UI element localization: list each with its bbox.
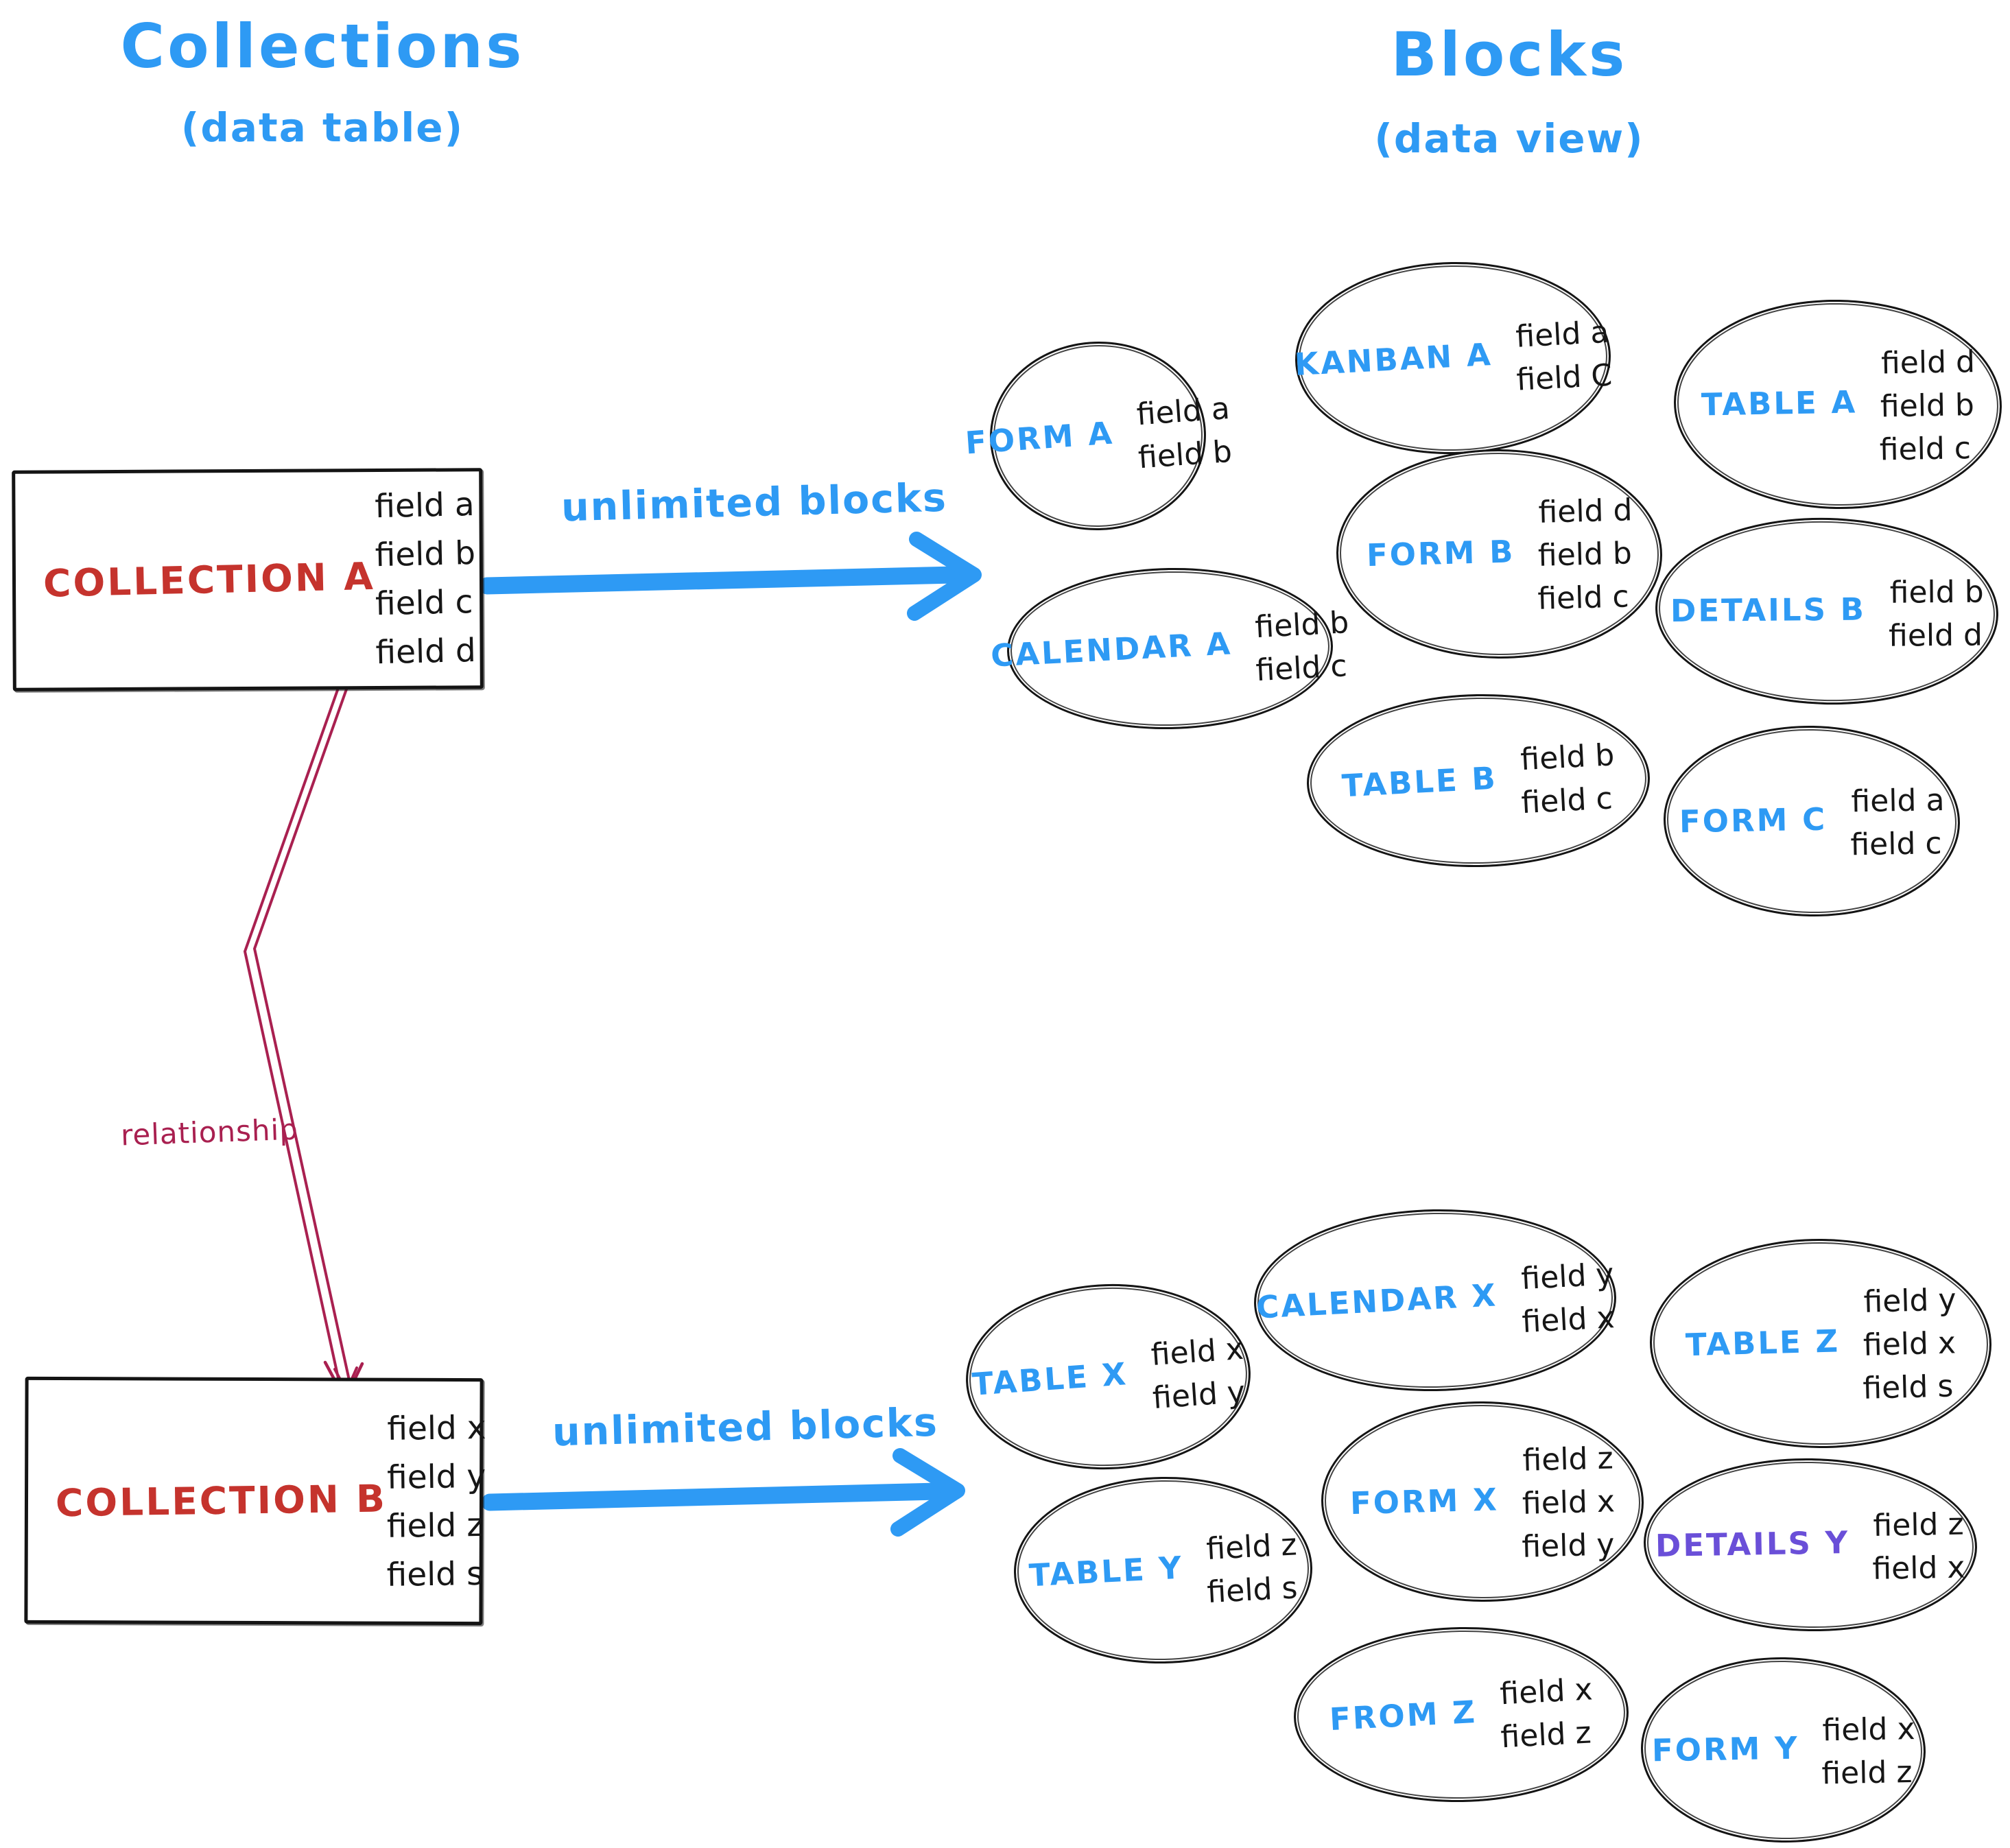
block-field: field b: [1880, 388, 1975, 425]
block-field: field x: [1522, 1483, 1616, 1521]
block-field: field b: [1136, 434, 1233, 475]
block-field: field b: [1537, 536, 1633, 573]
block-field: field d: [1888, 617, 1983, 654]
block-label: FORM Y: [1651, 1729, 1799, 1768]
block-field: field c: [1255, 648, 1349, 688]
collection-field: field a: [374, 486, 475, 526]
collection-a-name: COLLECTION A: [43, 554, 376, 606]
block-field: field y: [1521, 1526, 1615, 1565]
block-label: TABLE X: [971, 1355, 1130, 1403]
block-field: field x: [1149, 1331, 1244, 1373]
block-field: field s: [1206, 1570, 1299, 1611]
collection-field: field x: [386, 1408, 486, 1448]
block-field: field a: [1135, 390, 1231, 432]
block-table-a: TABLE A field d field b field c: [1672, 296, 2004, 512]
block-form-x: FORM X field z field x field y: [1320, 1399, 1645, 1604]
block-label: FROM Z: [1328, 1693, 1478, 1738]
collection-field: field b: [374, 534, 476, 575]
block-from-z: FROM Z field x field z: [1292, 1624, 1631, 1805]
block-kanban-a: KANBAN A field a field C: [1293, 259, 1613, 457]
block-field: field z: [1500, 1714, 1592, 1755]
collection-field: field d: [375, 631, 476, 672]
block-field: field s: [1862, 1369, 1954, 1406]
collections-title: Collections: [120, 11, 525, 82]
block-field: field z: [1873, 1506, 1965, 1543]
block-label: FORM A: [964, 414, 1115, 462]
block-table-b: TABLE B field b field c: [1305, 691, 1652, 870]
block-field: field b: [1520, 737, 1616, 778]
collection-a-box: COLLECTION A field a field b field c fie…: [12, 468, 484, 691]
unlimited-blocks-caption-bottom: unlimited blocks: [552, 1399, 939, 1456]
block-field: field c: [1849, 826, 1942, 863]
blocks-subtitle: (data view): [1374, 115, 1644, 162]
block-field: field x: [1863, 1325, 1956, 1363]
relationship-caption: relationship: [120, 1112, 299, 1152]
block-field: field x: [1872, 1550, 1965, 1587]
block-label: TABLE B: [1340, 759, 1499, 804]
block-calendar-a: CALENDAR A field b field c: [990, 565, 1350, 733]
block-form-y: FORM Y field x field z: [1639, 1655, 1928, 1845]
block-field: field a: [1850, 782, 1945, 820]
block-label: DETAILS Y: [1655, 1524, 1850, 1564]
block-field: field a: [1514, 314, 1610, 355]
block-label: CALENDAR X: [1255, 1277, 1499, 1326]
block-field: field z: [1205, 1527, 1298, 1567]
block-label: TABLE A: [1701, 383, 1858, 423]
block-field: field b: [1889, 574, 1984, 611]
collection-field: field c: [375, 583, 473, 624]
block-table-y: TABLE Y field z field s: [1012, 1474, 1314, 1666]
block-field: field d: [1538, 493, 1633, 530]
block-details-b: DETAILS B field b field d: [1653, 513, 2001, 709]
collection-field: field s: [386, 1554, 484, 1594]
collection-b-box: COLLECTION B field x field y field z fie…: [24, 1376, 486, 1626]
relationship-line: [243, 686, 364, 1403]
collection-field: field z: [386, 1506, 484, 1545]
block-field: field c: [1520, 781, 1613, 821]
block-form-b: FORM B field d field b field c: [1335, 447, 1664, 661]
block-field: field y: [1150, 1374, 1246, 1417]
block-label: FORM C: [1679, 801, 1828, 840]
block-label: FORM B: [1366, 533, 1515, 574]
block-label: DETAILS B: [1670, 591, 1867, 629]
block-label: KANBAN A: [1293, 335, 1493, 383]
block-field: field z: [1821, 1755, 1913, 1792]
block-field: field y: [1520, 1256, 1615, 1296]
block-field: field d: [1880, 344, 1976, 381]
block-field: field x: [1520, 1299, 1616, 1340]
block-field: field b: [1254, 604, 1350, 645]
unlimited-blocks-arrow-top: [478, 532, 982, 621]
block-label: FORM X: [1349, 1480, 1500, 1521]
block-label: CALENDAR A: [989, 625, 1233, 674]
collection-b-name: COLLECTION B: [55, 1476, 388, 1526]
block-details-y: DETAILS Y field z field x: [1642, 1455, 1979, 1635]
unlimited-blocks-arrow-bottom: [481, 1448, 965, 1537]
block-field: field x: [1499, 1671, 1594, 1711]
block-field: field c: [1879, 431, 1972, 468]
block-field: field x: [1822, 1711, 1916, 1749]
block-form-c: FORM C field a field c: [1662, 723, 1962, 919]
block-table-x: TABLE X field x field y: [962, 1279, 1254, 1475]
unlimited-blocks-caption-top: unlimited blocks: [560, 475, 948, 531]
block-calendar-x: CALENDAR X field y field x: [1252, 1206, 1618, 1395]
collections-subtitle: (data table): [180, 104, 464, 151]
collection-field: field y: [386, 1457, 486, 1497]
block-field: field y: [1863, 1282, 1957, 1320]
collection-a-fields: field a field b field c field d: [374, 481, 476, 676]
block-field: field z: [1522, 1440, 1614, 1478]
block-field: field C: [1515, 357, 1613, 398]
collection-b-fields: field x field y field z field s: [386, 1404, 486, 1600]
block-label: TABLE Y: [1028, 1549, 1185, 1594]
block-form-a: FORM A field a field b: [964, 337, 1233, 534]
block-label: TABLE Z: [1685, 1323, 1841, 1364]
block-table-z: TABLE Z field y field x field s: [1648, 1237, 1993, 1450]
blocks-title: Blocks: [1391, 19, 1628, 90]
block-field: field c: [1537, 579, 1630, 617]
